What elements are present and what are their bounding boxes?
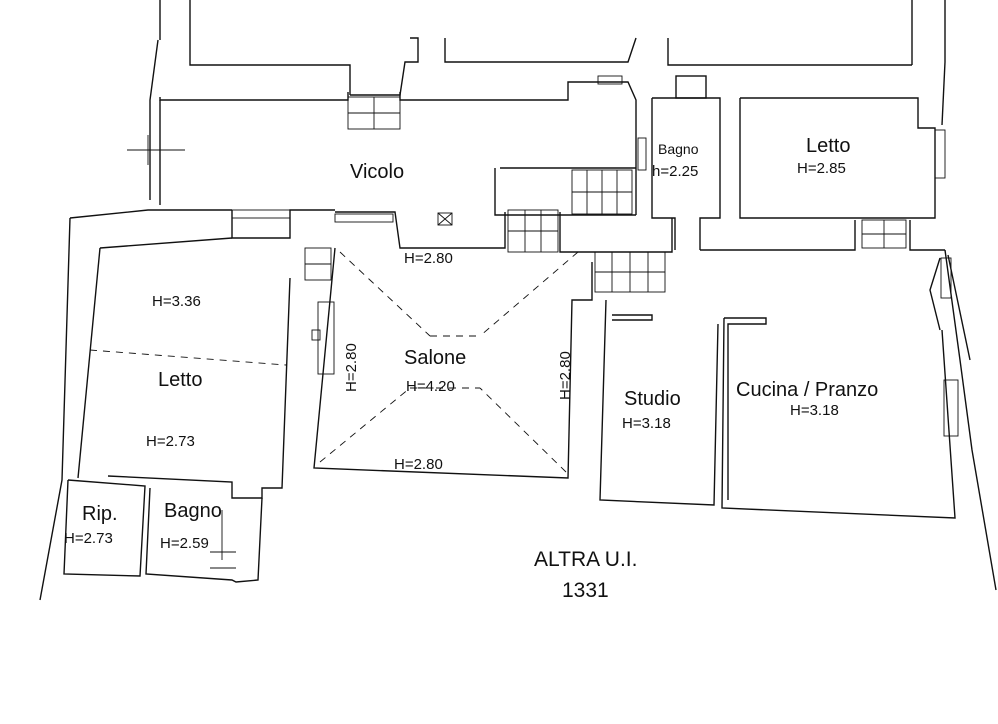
salone-height: H=4.20 xyxy=(406,378,455,395)
rip-bagno-rooms xyxy=(63,479,263,583)
other-unit-number: 1331 xyxy=(562,579,609,602)
studio-room xyxy=(599,299,719,506)
other-unit-label: ALTRA U.I. xyxy=(534,548,637,571)
salone-wall-right-height: H=2.80 xyxy=(557,351,574,400)
corridor xyxy=(69,209,945,253)
letto-left-height-upper: H=3.36 xyxy=(152,293,201,310)
bagno-bottom-height: H=2.59 xyxy=(160,535,209,552)
bagno-top-height: h=2.25 xyxy=(652,163,698,180)
salone-wall-bottom-height: H=2.80 xyxy=(394,456,443,473)
bagno-top-label: Bagno xyxy=(658,141,699,157)
bagno-bottom-label: Bagno xyxy=(164,500,222,522)
letto-top-height: H=2.85 xyxy=(797,160,846,177)
cucina-room xyxy=(721,257,959,519)
vicolo-stairs xyxy=(571,169,633,215)
right-boundary xyxy=(944,249,997,591)
salone-wall-left-height: H=2.80 xyxy=(343,343,360,392)
vicolo-area xyxy=(159,75,637,216)
rip-label: Rip. xyxy=(82,503,118,525)
letto-left-label: Letto xyxy=(158,369,202,391)
letto-top-label: Letto xyxy=(806,135,850,157)
salone-wall-top-height: H=2.80 xyxy=(404,250,453,267)
studio-label: Studio xyxy=(624,388,681,410)
corridor-stairs xyxy=(507,209,559,253)
salone-stairs xyxy=(594,251,666,293)
salone-room xyxy=(311,247,666,479)
letto-left-height-lower: H=2.73 xyxy=(146,433,195,450)
vicolo-label: Vicolo xyxy=(350,161,404,183)
cucina-label: Cucina / Pranzo xyxy=(736,379,878,401)
top-building-walls xyxy=(127,0,946,200)
letto-top-room xyxy=(739,97,946,249)
studio-height: H=3.18 xyxy=(622,415,671,432)
bagno-top-room xyxy=(637,75,721,250)
cucina-height: H=3.18 xyxy=(790,402,839,419)
salone-label: Salone xyxy=(404,347,466,369)
rip-height: H=2.73 xyxy=(64,530,113,547)
